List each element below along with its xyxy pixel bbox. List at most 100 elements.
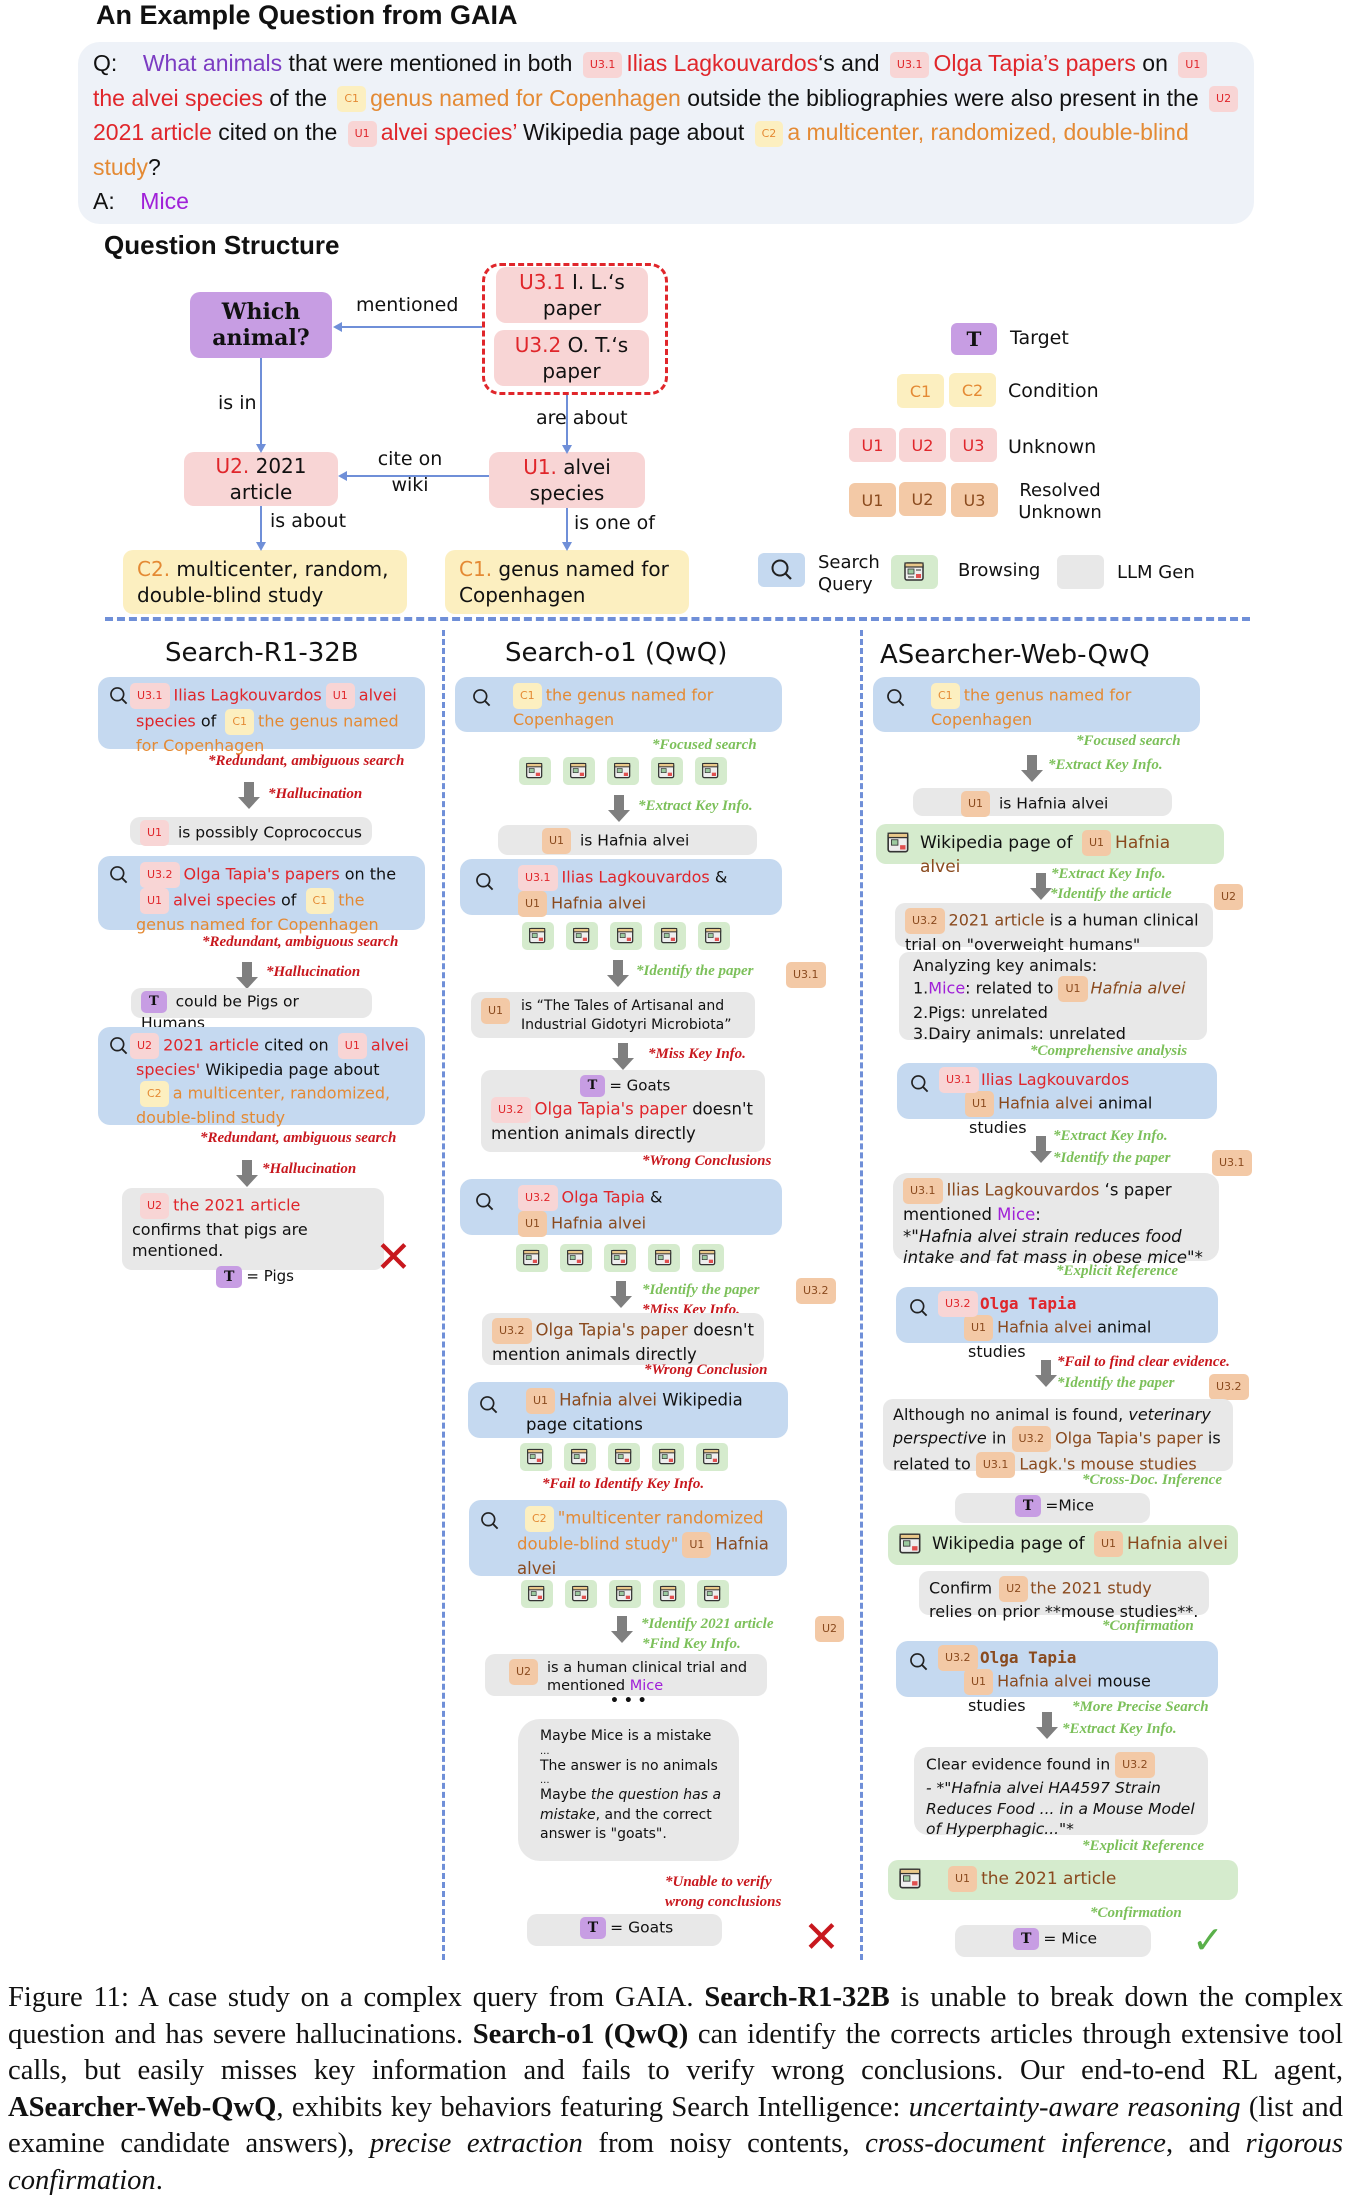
browser-page-icon[interactable] (692, 1244, 724, 1272)
edge-mentioned (340, 326, 482, 328)
llm-text: relies on prior **mouse studies**. (929, 1602, 1199, 1621)
search-icon (910, 1653, 928, 1671)
browser-page-icon[interactable] (565, 1580, 597, 1608)
legend-c2: C2 (949, 373, 996, 407)
browser-page-icon[interactable] (695, 757, 727, 785)
annotation: *Identify 2021 article (641, 1616, 774, 1632)
browser-page-icon (887, 832, 909, 853)
tag-u31: U3.1 (889, 51, 930, 78)
browser-page-icon[interactable] (648, 1244, 680, 1272)
query-text: mouse studies (968, 1671, 1151, 1716)
browser-page-icon[interactable] (521, 1580, 553, 1608)
browser-page-icon[interactable] (564, 1443, 596, 1471)
browse-text: Wikipedia page of (920, 833, 1078, 853)
query-text: Ilias Lagkouvardos (561, 867, 710, 887)
tag-u32-resolved: U3.2 (905, 908, 945, 934)
search-icon (110, 866, 128, 884)
browser-page-icon[interactable] (654, 922, 686, 950)
node-c2: C2. multicenter, random, double-blind st… (123, 550, 407, 614)
tag-c1: C1 (337, 86, 367, 113)
edge-label-is-one-of: is one of (574, 512, 655, 534)
tag-u1-resolved: U1 (1093, 1531, 1124, 1557)
result-text: = Goats (610, 1918, 674, 1937)
browser-page-icon[interactable] (608, 1443, 640, 1471)
query-text: Olga Tapia (980, 1648, 1077, 1667)
query-text: the genus named for Copenhagen (513, 685, 714, 730)
q-text: on (1135, 50, 1175, 76)
question-box (78, 42, 1254, 224)
legend-u3: U3 (950, 428, 997, 462)
query-text: the genus named for Copenhagen (136, 711, 399, 756)
llm-text: is a human clinical trial on "overweight… (905, 910, 1199, 955)
browser-page-icon[interactable] (522, 922, 554, 950)
reasoning-line: The answer is no animals (540, 1757, 718, 1774)
tag-u1-resolved: U1 (961, 791, 991, 817)
search-icon (911, 1075, 929, 1093)
flow-arrow (236, 962, 258, 990)
reasoning-line: , and the correct answer is "goats". (540, 1806, 712, 1843)
browser-page-icon[interactable] (566, 922, 598, 950)
reasoning-line: 1. (913, 978, 929, 998)
browser-page-icon[interactable] (520, 1443, 552, 1471)
browser-page-icon[interactable] (607, 757, 639, 785)
browser-page-icon[interactable] (560, 1244, 592, 1272)
tag-u1-resolved: U1 (964, 1315, 994, 1341)
tag-u2: U2 (130, 1033, 160, 1059)
node-text: alvei species (529, 455, 611, 505)
browser-page-icon[interactable] (653, 1580, 685, 1608)
annotation: *Confirmation (1102, 1618, 1194, 1634)
tag-u31-resolved: U3.1 (903, 1178, 943, 1204)
flow-arrow (607, 960, 629, 988)
query-text: alvei species (136, 685, 397, 731)
ellipsis: • • • (610, 1693, 647, 1709)
arrowhead (256, 542, 266, 551)
tag-c2: C2 (140, 1081, 169, 1107)
tag-u32-resolved: U3.2 (1011, 1426, 1052, 1452)
search-icon (473, 689, 491, 707)
tag-c1: C1 (305, 888, 335, 914)
query-text: of (275, 890, 302, 910)
browser-page-icon[interactable] (609, 1580, 641, 1608)
query-text: a multicenter, randomized, double-blind … (136, 1083, 391, 1128)
browser-page-icon[interactable] (516, 1244, 548, 1272)
query-text: Hafnia alvei (997, 1317, 1093, 1337)
a-label: A: (93, 188, 115, 214)
arrowhead (256, 444, 266, 453)
llm-text: Mice (629, 1678, 664, 1694)
search-icon (480, 1396, 498, 1414)
legend-target-label: Target (1010, 327, 1069, 349)
browser-page-icon[interactable] (519, 757, 551, 785)
flow-arrow (1030, 1136, 1052, 1164)
query-text: of (195, 711, 222, 731)
query-text: Ilias Lagkouvardos (981, 1070, 1130, 1089)
query-text: "multicenter randomized double-blind stu… (517, 1508, 764, 1554)
caption-italic: precise extraction (369, 2128, 583, 2159)
annotation: *Extract Key Info. (1048, 757, 1163, 773)
browser-page-icon[interactable] (563, 757, 595, 785)
q-text: Wikipedia page about (516, 119, 751, 145)
tag-u2-resolved: U2 (999, 1576, 1029, 1602)
unknown-papers-group (482, 263, 668, 395)
browser-page-icon[interactable] (604, 1244, 636, 1272)
query-text: the genus named for Copenhagen (136, 890, 379, 935)
llm-text: Lagk.'s mouse studies (1019, 1454, 1197, 1474)
node-id: U1. (523, 455, 557, 479)
browser-page-icon[interactable] (698, 922, 730, 950)
search-icon (887, 689, 905, 707)
browser-page-icon[interactable] (652, 1443, 684, 1471)
browser-page-icon[interactable] (697, 1580, 729, 1608)
llm-output: U1 is possibly Coprococcus (130, 817, 372, 846)
browser-page-icon[interactable] (696, 1443, 728, 1471)
reasoning-line: the question has a mistake (540, 1787, 722, 1823)
tag-u1: U1 (347, 120, 377, 147)
annotation: *Redundant, ambiguous search (200, 1130, 397, 1146)
browser-page-icon[interactable] (651, 757, 683, 785)
browse-text: Wikipedia page of (932, 1534, 1090, 1554)
browser-page-icon[interactable] (610, 922, 642, 950)
